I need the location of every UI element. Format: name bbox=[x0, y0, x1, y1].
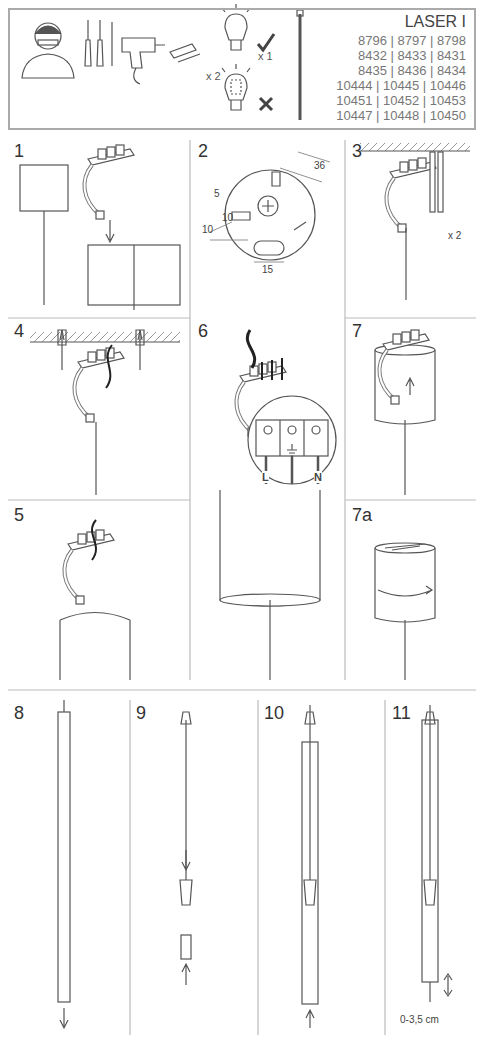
terminal-label: N bbox=[314, 471, 322, 483]
step-number: 7a bbox=[352, 506, 372, 526]
step-number: 8 bbox=[14, 704, 24, 724]
dimension-label: 10 bbox=[202, 224, 213, 235]
step-number: 1 bbox=[14, 142, 24, 162]
product-codes: 10447 | 10448 | 10450 bbox=[336, 109, 466, 123]
dimension-label: x 2 bbox=[448, 230, 461, 241]
step-number: 7 bbox=[352, 322, 362, 342]
grid-lines bbox=[8, 140, 476, 1035]
dimension-label: 10 bbox=[222, 212, 233, 223]
step-number: 10 bbox=[264, 704, 284, 724]
step-number: 3 bbox=[352, 142, 362, 162]
step-number: 9 bbox=[136, 704, 146, 724]
dimension-label: 36 bbox=[314, 160, 325, 171]
header-icons bbox=[22, 4, 303, 120]
step-number: 2 bbox=[198, 142, 208, 162]
product-codes: 8796 | 8797 | 8798 bbox=[358, 34, 466, 48]
step-number: 6 bbox=[198, 322, 208, 342]
quantity-label: x 1 bbox=[258, 50, 273, 62]
dimension-label: 5 bbox=[214, 188, 220, 199]
header-box: LASER I 8796 | 8797 | 87988432 | 8433 | 8… bbox=[8, 8, 476, 130]
dimension-label: 15 bbox=[262, 264, 273, 275]
product-name: LASER I bbox=[405, 13, 466, 31]
step-number: 4 bbox=[14, 322, 24, 342]
product-codes: 10451 | 10452 | 10453 bbox=[336, 94, 466, 108]
quantity-label: x 2 bbox=[206, 70, 221, 82]
product-codes: 8435 | 8436 | 8434 bbox=[358, 64, 466, 78]
terminal-label: L bbox=[262, 471, 269, 483]
step-number: 5 bbox=[14, 506, 24, 526]
dimension-label: 0-3,5 cm bbox=[400, 1014, 439, 1025]
product-codes: 8432 | 8433 | 8431 bbox=[358, 49, 466, 63]
step-number: 11 bbox=[392, 704, 411, 724]
product-codes: 10444 | 10445 | 10446 bbox=[336, 79, 466, 93]
